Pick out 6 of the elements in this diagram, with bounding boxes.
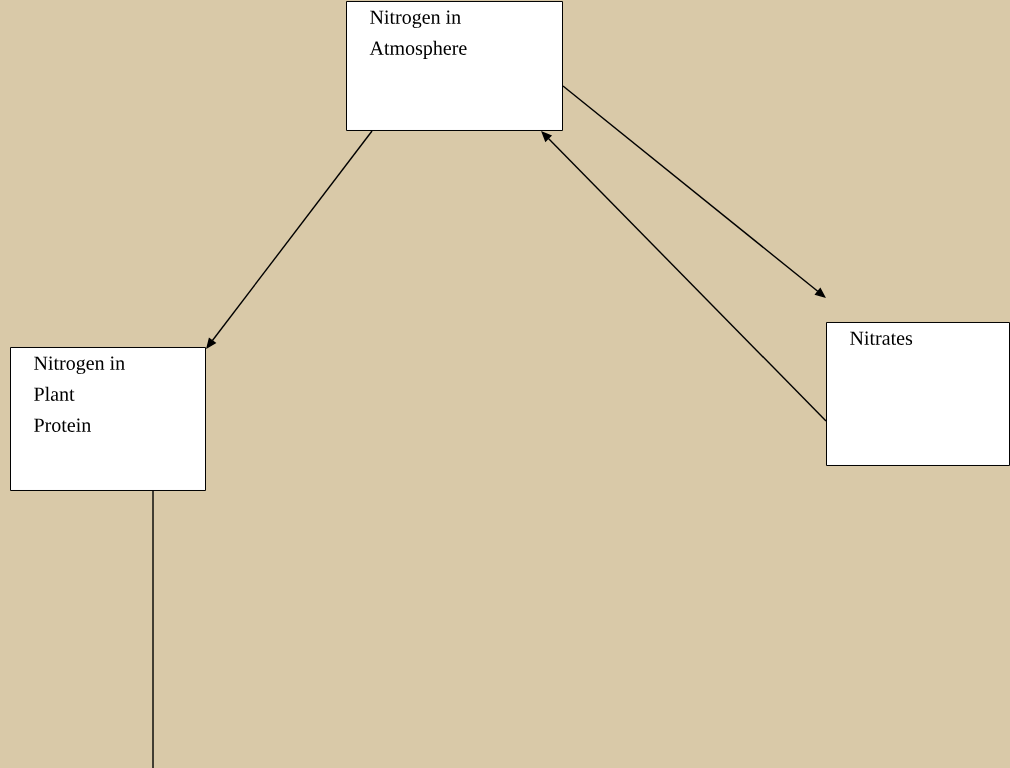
arrow — [206, 130, 373, 349]
text-box: Nitrogen in Plant Protein — [10, 347, 206, 491]
text-box: Nitrogen in Atmosphere — [346, 1, 563, 131]
arrow — [541, 131, 827, 422]
arrow — [562, 85, 826, 298]
text-box: Nitrates — [826, 322, 1010, 466]
